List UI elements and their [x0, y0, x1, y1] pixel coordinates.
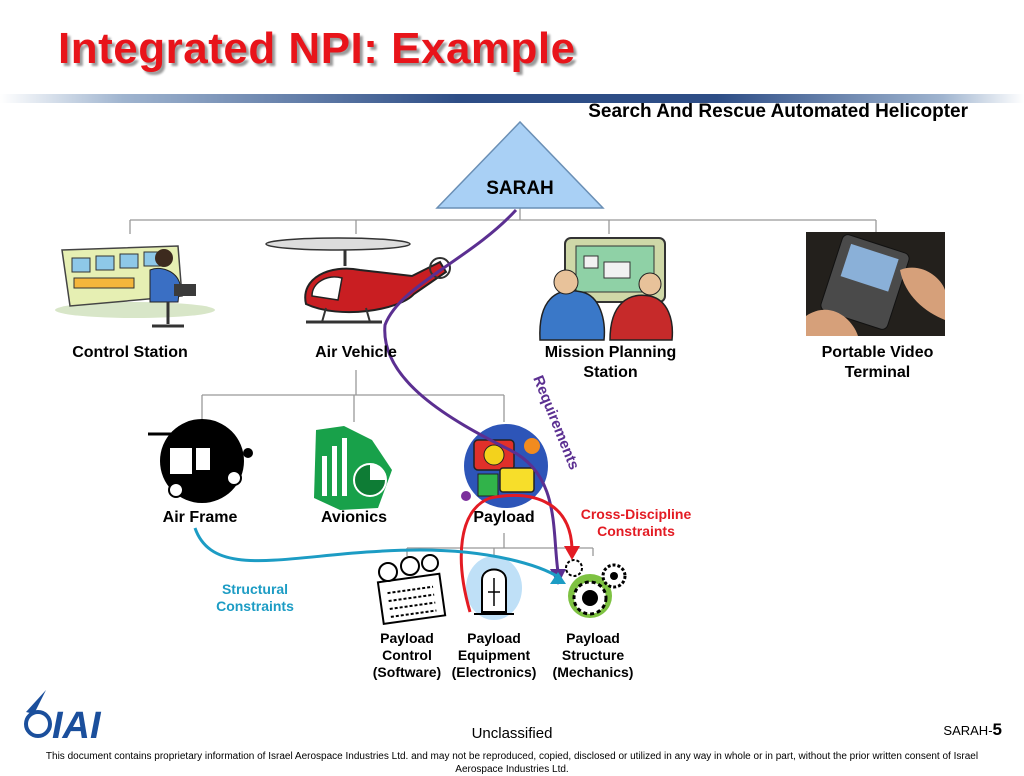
portable-video-terminal-label: Portable Video Terminal	[821, 344, 934, 381]
gears-icon	[565, 559, 627, 618]
helicopter-clipart	[265, 237, 451, 324]
pda-clipart	[806, 232, 945, 336]
control-station-clipart	[55, 245, 215, 328]
sarah-triangle	[435, 120, 605, 209]
iai-logo: IAI	[24, 690, 102, 747]
logo-text: IAI	[52, 705, 102, 747]
page-number-value: 5	[992, 720, 1002, 739]
avionics-label: Avionics	[320, 509, 388, 526]
air-frame-icon	[148, 419, 253, 503]
legal-disclaimer: This document contains proprietary infor…	[45, 751, 979, 775]
payload-label: Payload	[473, 509, 535, 526]
slide-title: Integrated NPI: Example	[58, 24, 576, 73]
tree-connectors	[129, 208, 877, 556]
payload-structure-label: Payload Structure (Mechanics)	[552, 630, 634, 680]
air-vehicle-label: Air Vehicle	[315, 344, 397, 361]
structural-arrow	[193, 527, 561, 580]
requirements-arrow	[383, 208, 560, 573]
payload-equipment-label: Payload Equipment (Electronics)	[451, 630, 537, 680]
classification-label: Unclassified	[471, 725, 553, 742]
mission-planning-station-label: Mission Planning Station	[544, 344, 677, 381]
page-number: SARAH-5	[943, 720, 1002, 740]
payload-control-label: Payload Control (Software)	[372, 630, 442, 680]
payload-icon	[461, 424, 548, 508]
diagram-subtitle: Search And Rescue Automated Helicopter	[588, 101, 968, 122]
clocks-icon	[376, 554, 447, 626]
structural-arrowhead	[550, 572, 566, 584]
structural-constraints-label: Structural Constraints	[216, 581, 294, 614]
cross-discipline-arrow	[459, 494, 574, 613]
air-frame-label: Air Frame	[162, 509, 238, 526]
cross-discipline-arrowhead	[564, 546, 580, 560]
avionics-icon	[314, 426, 392, 510]
title-divider	[0, 94, 1024, 103]
mission-planning-clipart	[539, 237, 674, 341]
cross-discipline-label: Cross-Discipline Constraints	[580, 506, 692, 539]
page-prefix: SARAH-	[943, 723, 993, 738]
sarah-label: SARAH	[486, 178, 554, 199]
control-station-label: Control Station	[72, 344, 188, 361]
tube-icon	[466, 556, 522, 620]
